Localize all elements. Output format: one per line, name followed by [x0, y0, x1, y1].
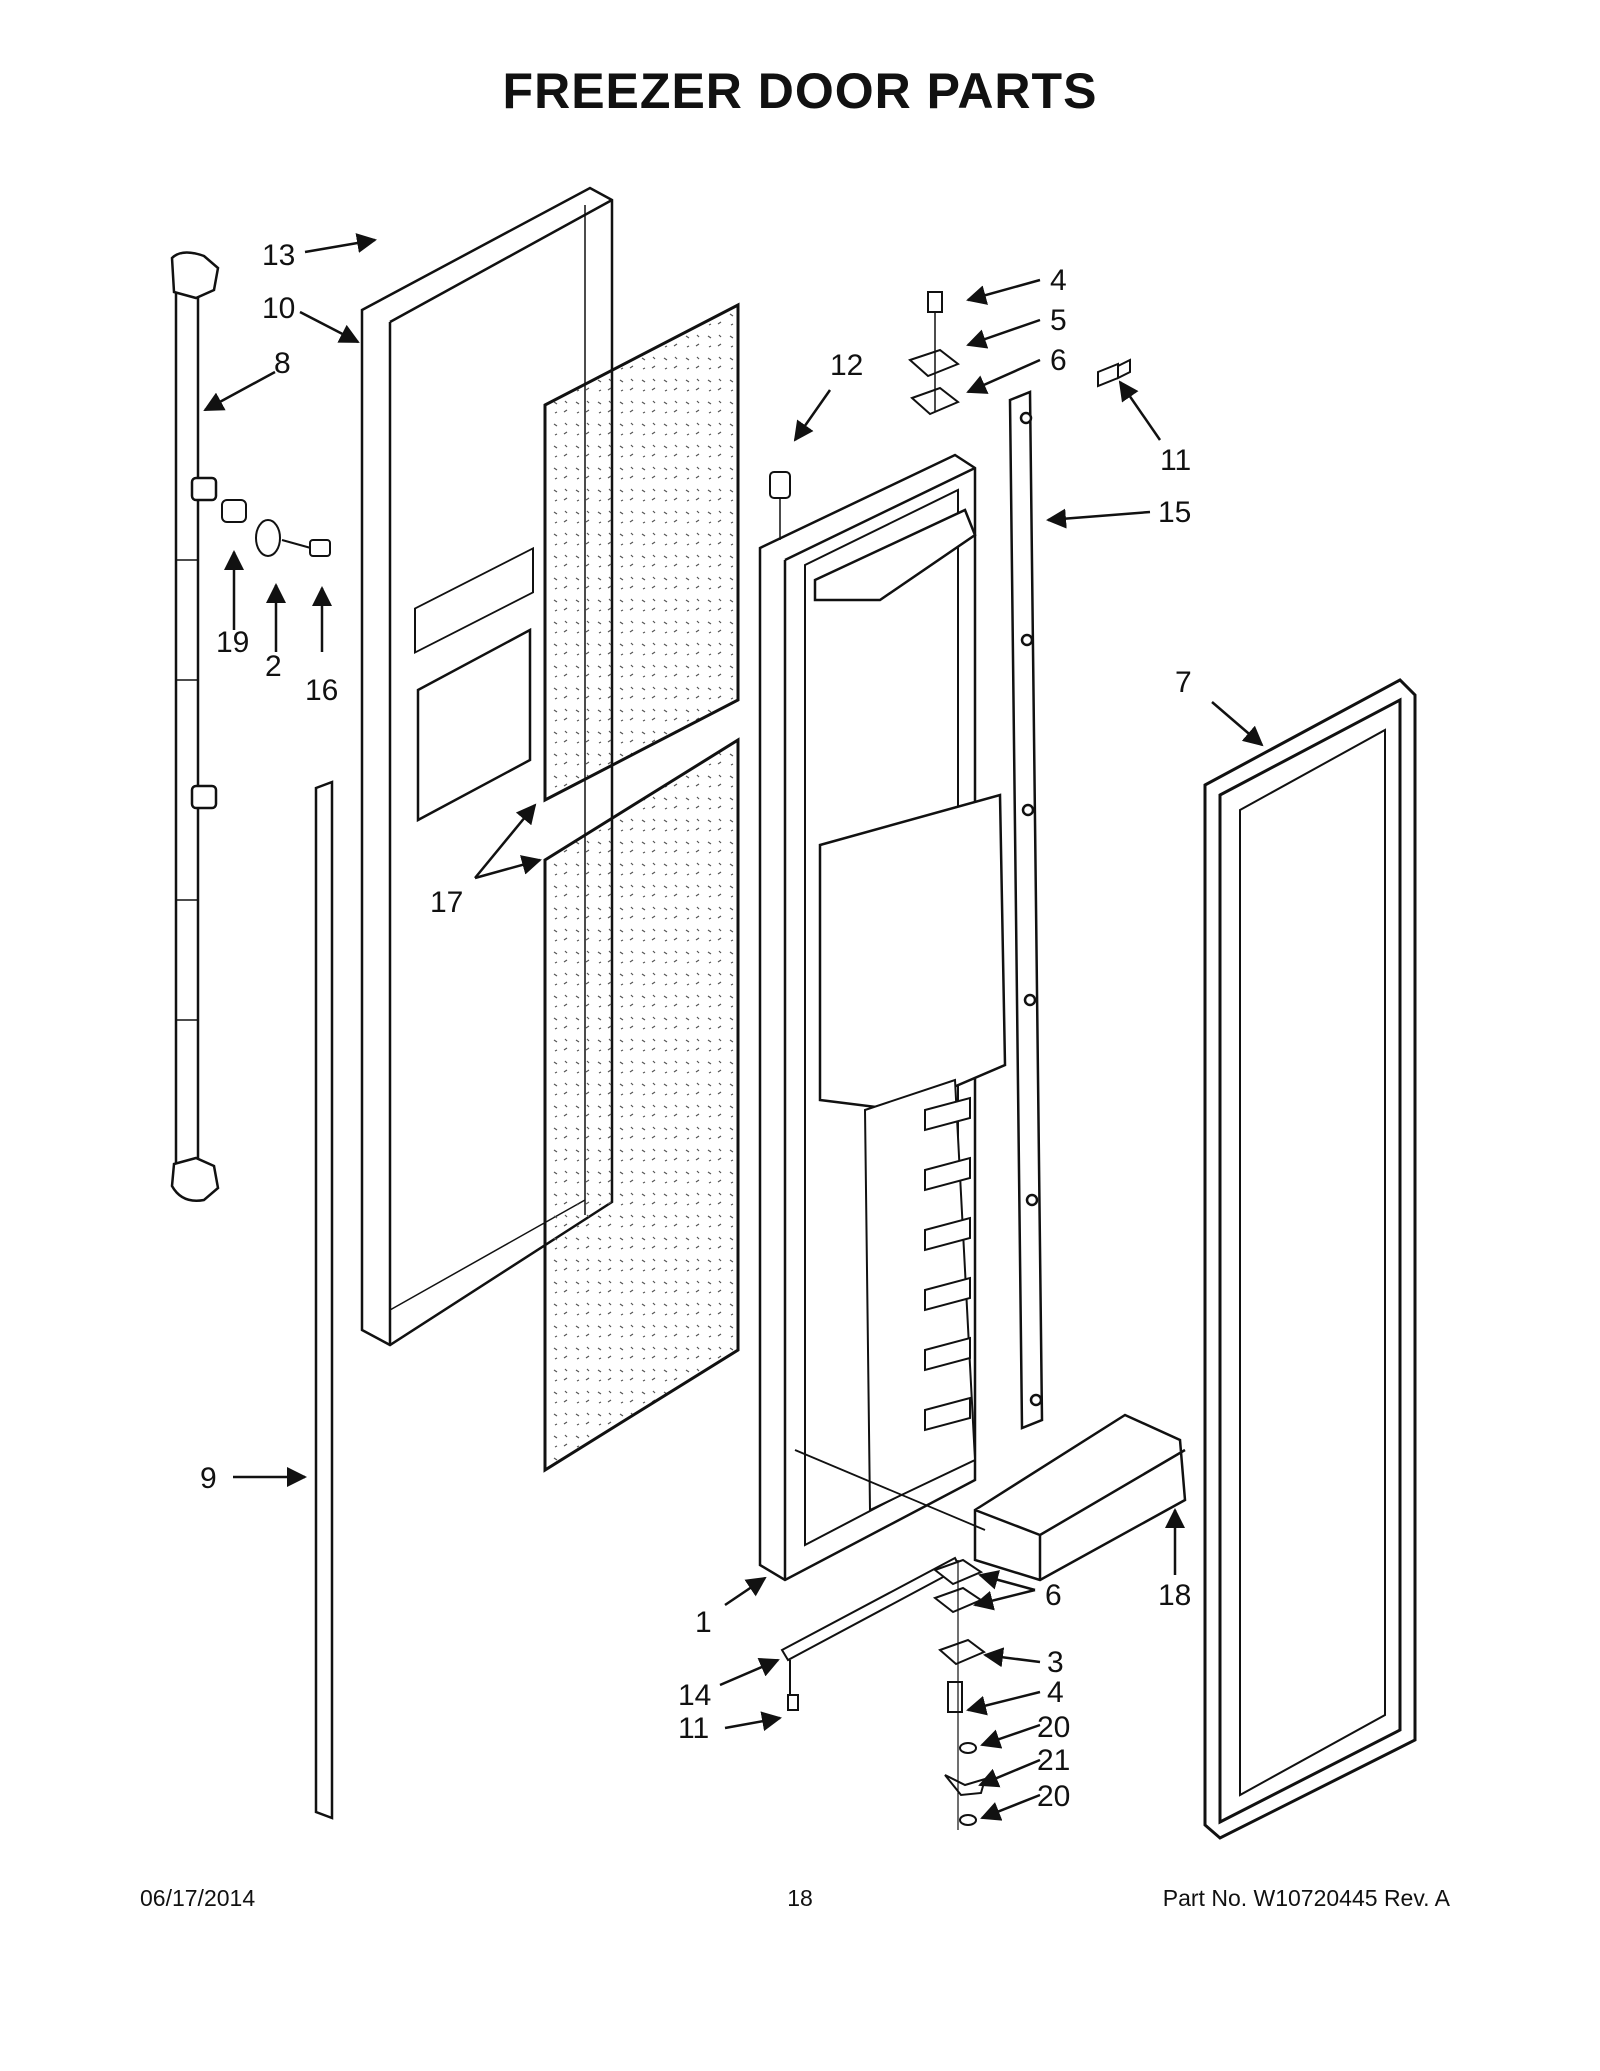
callout-9: 9 — [200, 1462, 217, 1495]
callout-11-top: 11 — [1160, 444, 1191, 477]
callout-6-bottom: 6 — [1045, 1579, 1062, 1612]
callout-1: 1 — [695, 1606, 712, 1639]
callout-14: 14 — [678, 1679, 711, 1712]
insulation-panels-part-17 — [543, 302, 740, 1473]
page-title: FREEZER DOOR PARTS — [502, 63, 1098, 119]
callout-17: 17 — [430, 886, 463, 919]
callout-10: 10 — [262, 292, 295, 325]
handle-mount-hardware — [221, 499, 331, 557]
plug-part-12 — [769, 471, 791, 540]
callout-18: 18 — [1158, 1579, 1191, 1612]
callout-6-top: 6 — [1050, 344, 1067, 377]
callout-20-a: 20 — [1037, 1711, 1070, 1744]
gasket-strip-part-9 — [314, 780, 334, 1820]
callout-15: 15 — [1158, 496, 1191, 529]
callout-16: 16 — [305, 674, 338, 707]
door-handle-part-8 — [170, 251, 220, 1202]
callout-11-bottom: 11 — [678, 1712, 709, 1745]
screw-part-11-top — [1097, 358, 1131, 388]
callout-3: 3 — [1047, 1646, 1064, 1679]
callout-2: 2 — [265, 650, 282, 683]
callout-7: 7 — [1175, 666, 1192, 699]
callout-13: 13 — [262, 239, 295, 272]
gasket-strip-part-15 — [1008, 390, 1044, 1430]
callout-4-top: 4 — [1050, 264, 1067, 297]
door-liner-part-1 — [758, 453, 1007, 1582]
bottom-hardware — [780, 1556, 987, 1830]
footer-part-number: Part No. W10720445 Rev. A — [1162, 1885, 1450, 1911]
callout-5: 5 — [1050, 304, 1067, 337]
callout-labels: 13 10 8 19 2 16 17 9 12 4 5 6 11 15 7 1 … — [200, 239, 1192, 1813]
callout-21: 21 — [1037, 1744, 1070, 1777]
door-gasket-part-7 — [1203, 678, 1417, 1840]
callout-4-bottom: 4 — [1047, 1676, 1064, 1709]
callout-12: 12 — [830, 349, 863, 382]
callout-19: 19 — [216, 626, 249, 659]
footer-date: 06/17/2014 — [140, 1885, 256, 1911]
callout-8: 8 — [274, 347, 291, 380]
callout-leaders — [203, 233, 1264, 1821]
top-hinge-hardware — [908, 291, 960, 416]
bottom-trim-part-18 — [973, 1413, 1187, 1582]
callout-20-b: 20 — [1037, 1780, 1070, 1813]
footer-page-number: 18 — [787, 1885, 813, 1911]
